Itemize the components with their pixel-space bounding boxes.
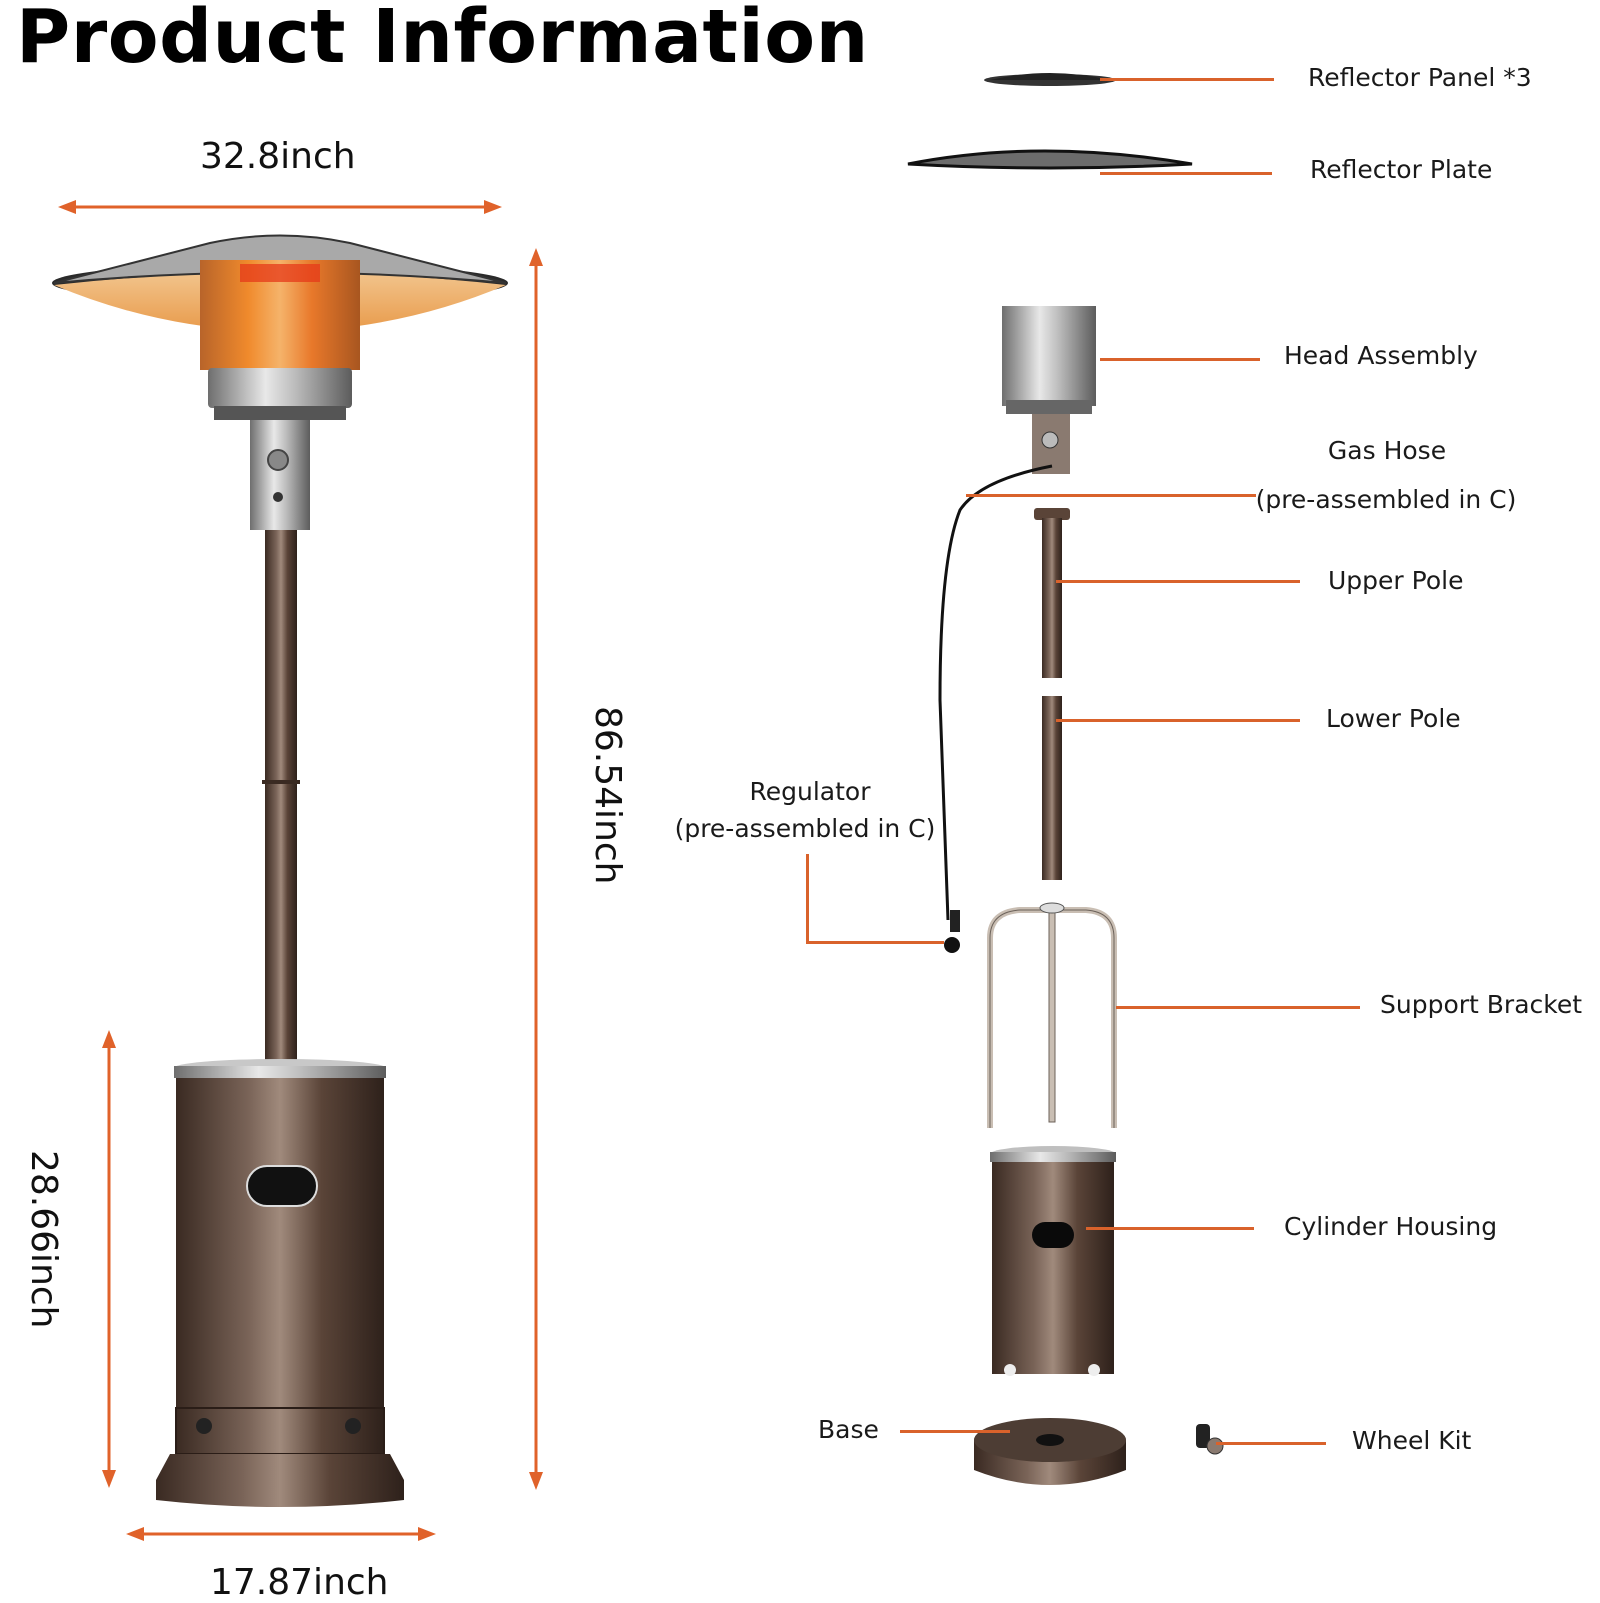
regulator-leader-vertical [806,854,809,944]
cylinder-housing-leader [1086,1227,1254,1230]
part-label-base: Base [818,1415,879,1444]
part-label-wheel-kit: Wheel Kit [1352,1426,1472,1455]
wheel-kit-leader [1216,1442,1326,1445]
part-note-regulator: (pre-assembled in C) [674,814,936,843]
regulator-leader-horizontal [806,941,944,944]
housing-height-label: 28.66inch [23,1150,64,1329]
part-label-head-assembly: Head Assembly [1284,341,1478,370]
part-label-gas-hose: Gas Hose [1327,436,1447,465]
part-note-gas-hose: (pre-assembled in C) [1255,485,1517,514]
reflector-panel-leader [1100,78,1274,81]
base-width-label: 17.87inch [210,1562,389,1603]
upper-pole-leader [1056,580,1300,583]
total-height-label: 86.54inch [587,706,628,885]
lower-pole-leader [1056,719,1300,722]
support-bracket-leader [1116,1006,1360,1009]
housing-height-arrow-icon [102,1030,116,1488]
part-label-reflector-plate: Reflector Plate [1310,155,1493,184]
part-label-regulator: Regulator [749,777,871,806]
base-leader [900,1430,1010,1433]
patio-heater-illustration [52,234,508,1507]
part-label-upper-pole: Upper Pole [1328,566,1464,595]
base-width-arrow-icon [126,1527,436,1541]
part-label-support-bracket: Support Bracket [1380,990,1583,1019]
page-title: Product Information [16,0,869,80]
total-height-arrow-icon [529,248,543,1490]
part-label-reflector-panel: Reflector Panel *3 [1308,63,1532,92]
gas-hose-leader [966,494,1256,497]
reflector-plate-leader [1100,172,1272,175]
head-assembly-leader [1100,358,1260,361]
part-label-lower-pole: Lower Pole [1326,704,1461,733]
reflector-width-label: 32.8inch [200,136,356,177]
exploded-parts-illustration [907,73,1224,1485]
part-label-cylinder-housing: Cylinder Housing [1284,1212,1498,1241]
reflector-width-arrow-icon [58,200,502,214]
